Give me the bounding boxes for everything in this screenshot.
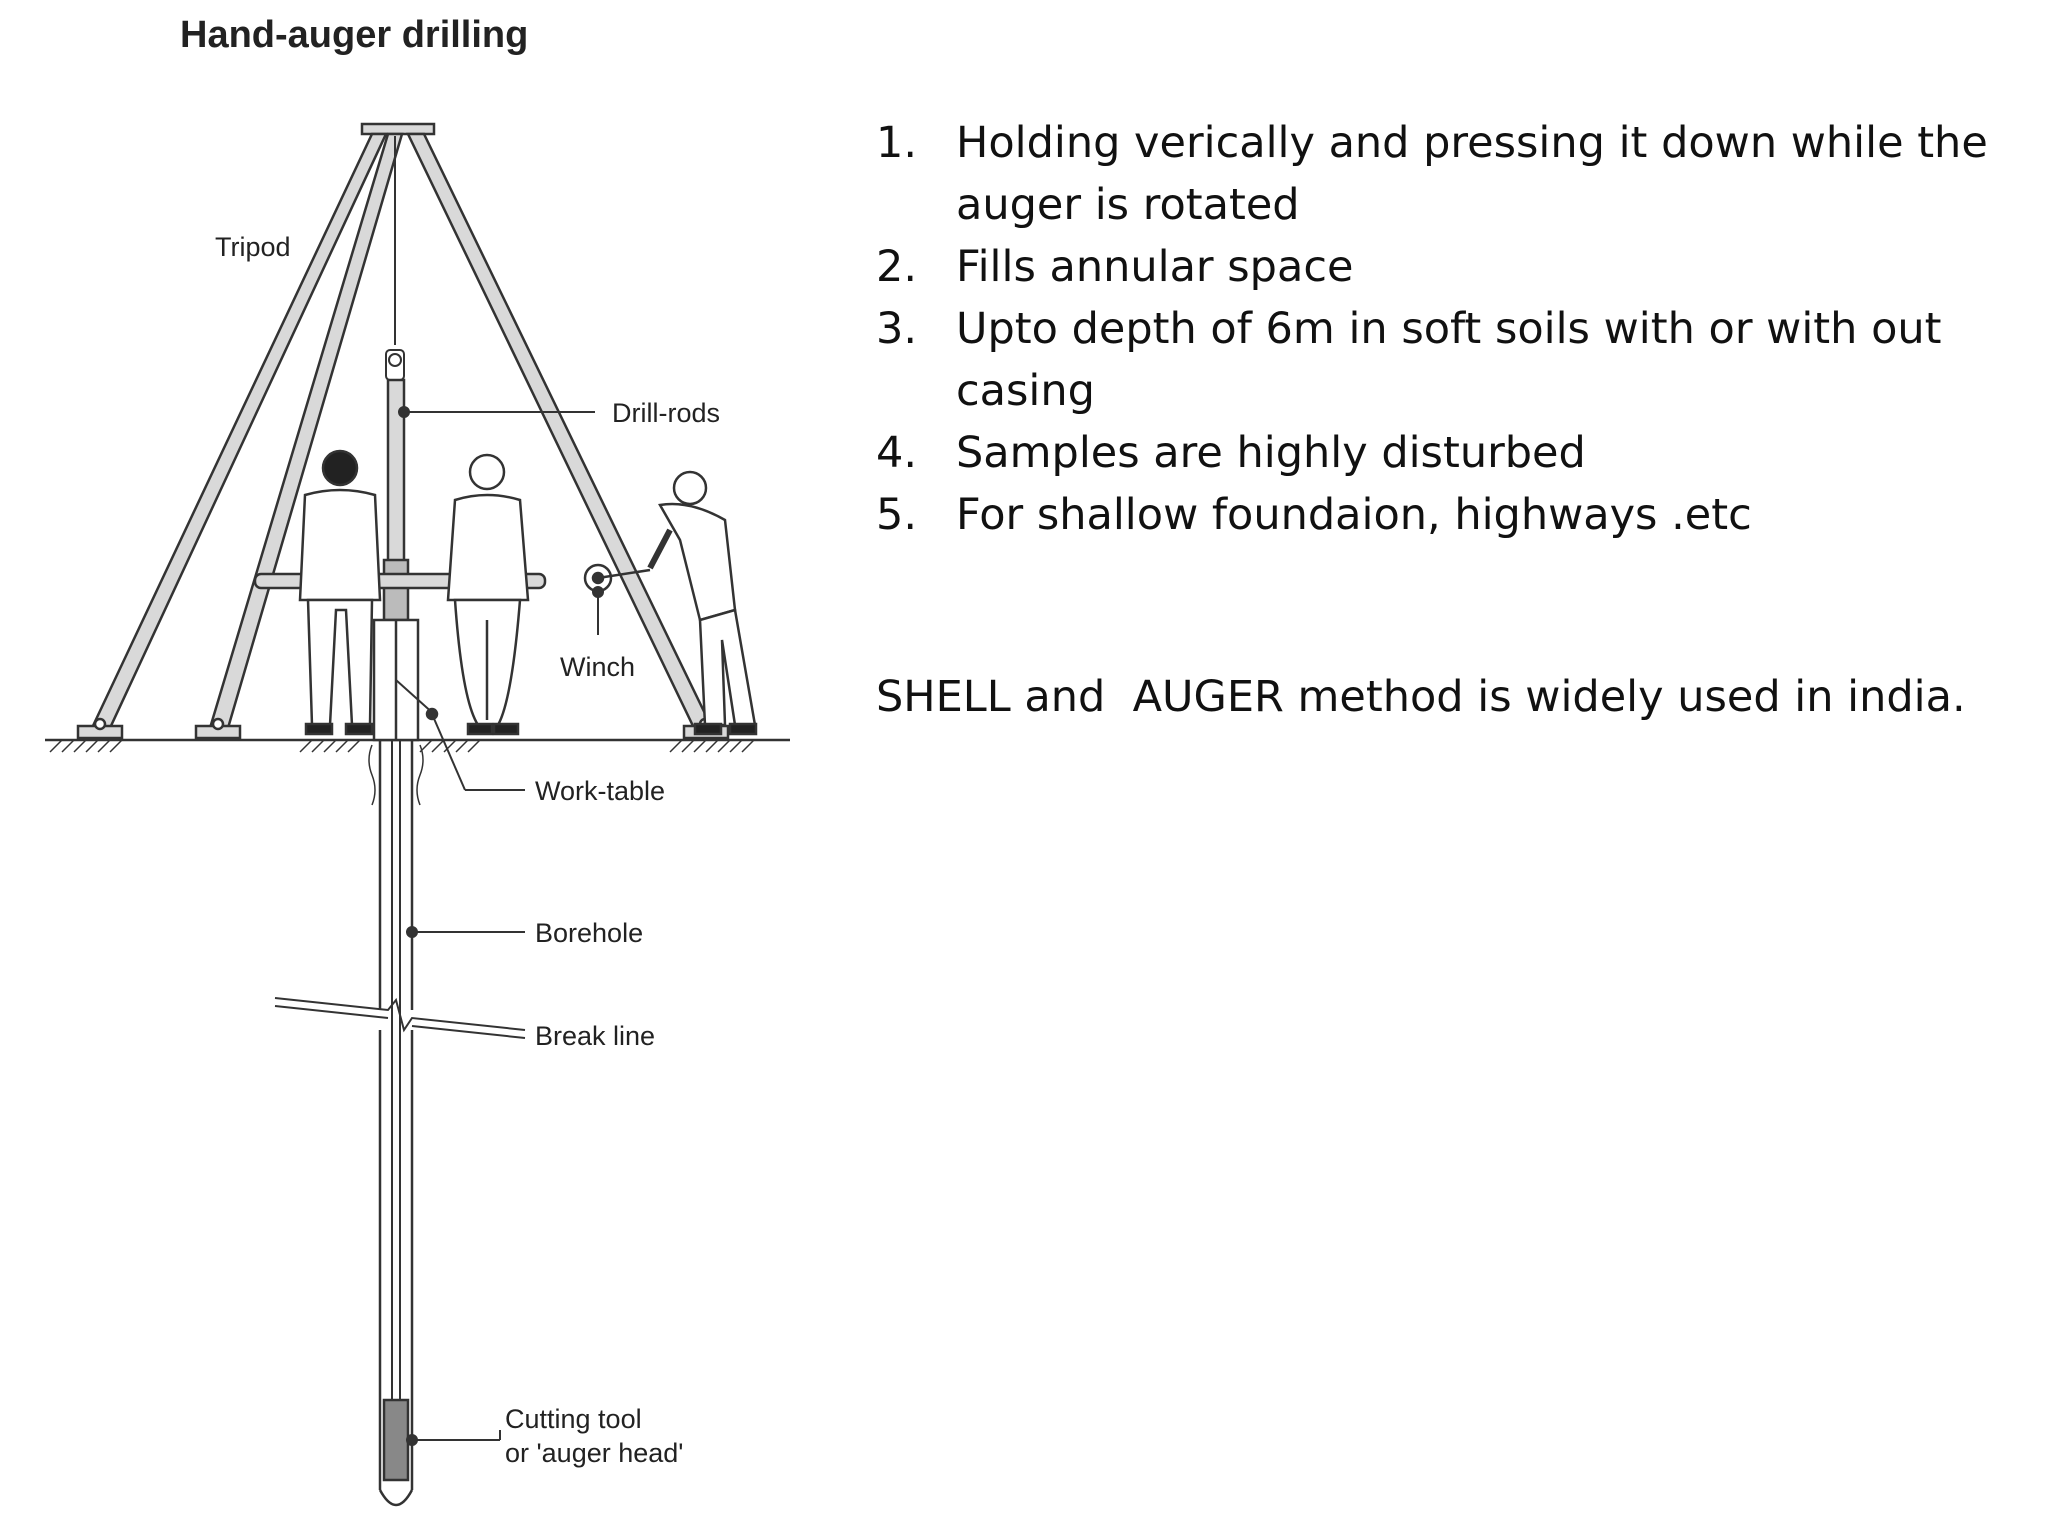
list-number: 2. — [876, 242, 918, 292]
winch — [583, 563, 651, 593]
ground — [45, 738, 790, 753]
list-text: Holding verically and pressing it down w… — [956, 118, 1988, 230]
worker-left — [298, 449, 382, 736]
list-number: 5. — [876, 490, 918, 540]
list-number: 1. — [876, 118, 918, 168]
label-cutting-tool-2: or 'auger head' — [505, 1438, 683, 1468]
label-tripod: Tripod — [215, 232, 291, 262]
hand-auger-diagram: Tripod Drill-rods Winch Work-table Boreh… — [45, 122, 790, 1507]
list-text: Samples are highly disturbed — [956, 428, 1586, 478]
list-item: 3. Upto depth of 6m in soft soils with o… — [876, 298, 2006, 422]
label-winch: Winch — [560, 652, 635, 682]
list-text: Upto depth of 6m in soft soils with or w… — [956, 304, 1942, 416]
list-number: 3. — [876, 304, 918, 354]
break-line — [274, 997, 526, 1039]
list-text: For shallow foundaion, highways .etc — [956, 490, 1752, 540]
label-drill-rods: Drill-rods — [612, 398, 720, 428]
list-text: Fills annular space — [956, 242, 1354, 292]
list-item: 5. For shallow foundaion, highways .etc — [876, 484, 2006, 546]
work-table — [372, 618, 439, 742]
worker-center — [446, 453, 530, 736]
label-work-table: Work-table — [535, 776, 665, 806]
label-borehole: Borehole — [535, 918, 643, 948]
worker-right — [647, 470, 758, 736]
note-text: SHELL and AUGER method is widely used in… — [876, 672, 1966, 722]
list-item: 4. Samples are highly disturbed — [876, 422, 2006, 484]
label-cutting-tool-1: Cutting tool — [505, 1404, 642, 1434]
cutting-tool — [382, 1398, 410, 1482]
diagram-title: Hand-auger drilling — [180, 14, 529, 56]
list-item: 1. Holding verically and pressing it dow… — [876, 112, 2006, 236]
borehole — [368, 740, 424, 1507]
leader-lines — [398, 406, 604, 1446]
list-number: 4. — [876, 428, 918, 478]
list-item: 2. Fills annular space — [876, 236, 2006, 298]
label-break-line: Break line — [535, 1021, 655, 1051]
points-list: 1. Holding verically and pressing it dow… — [876, 112, 2006, 546]
